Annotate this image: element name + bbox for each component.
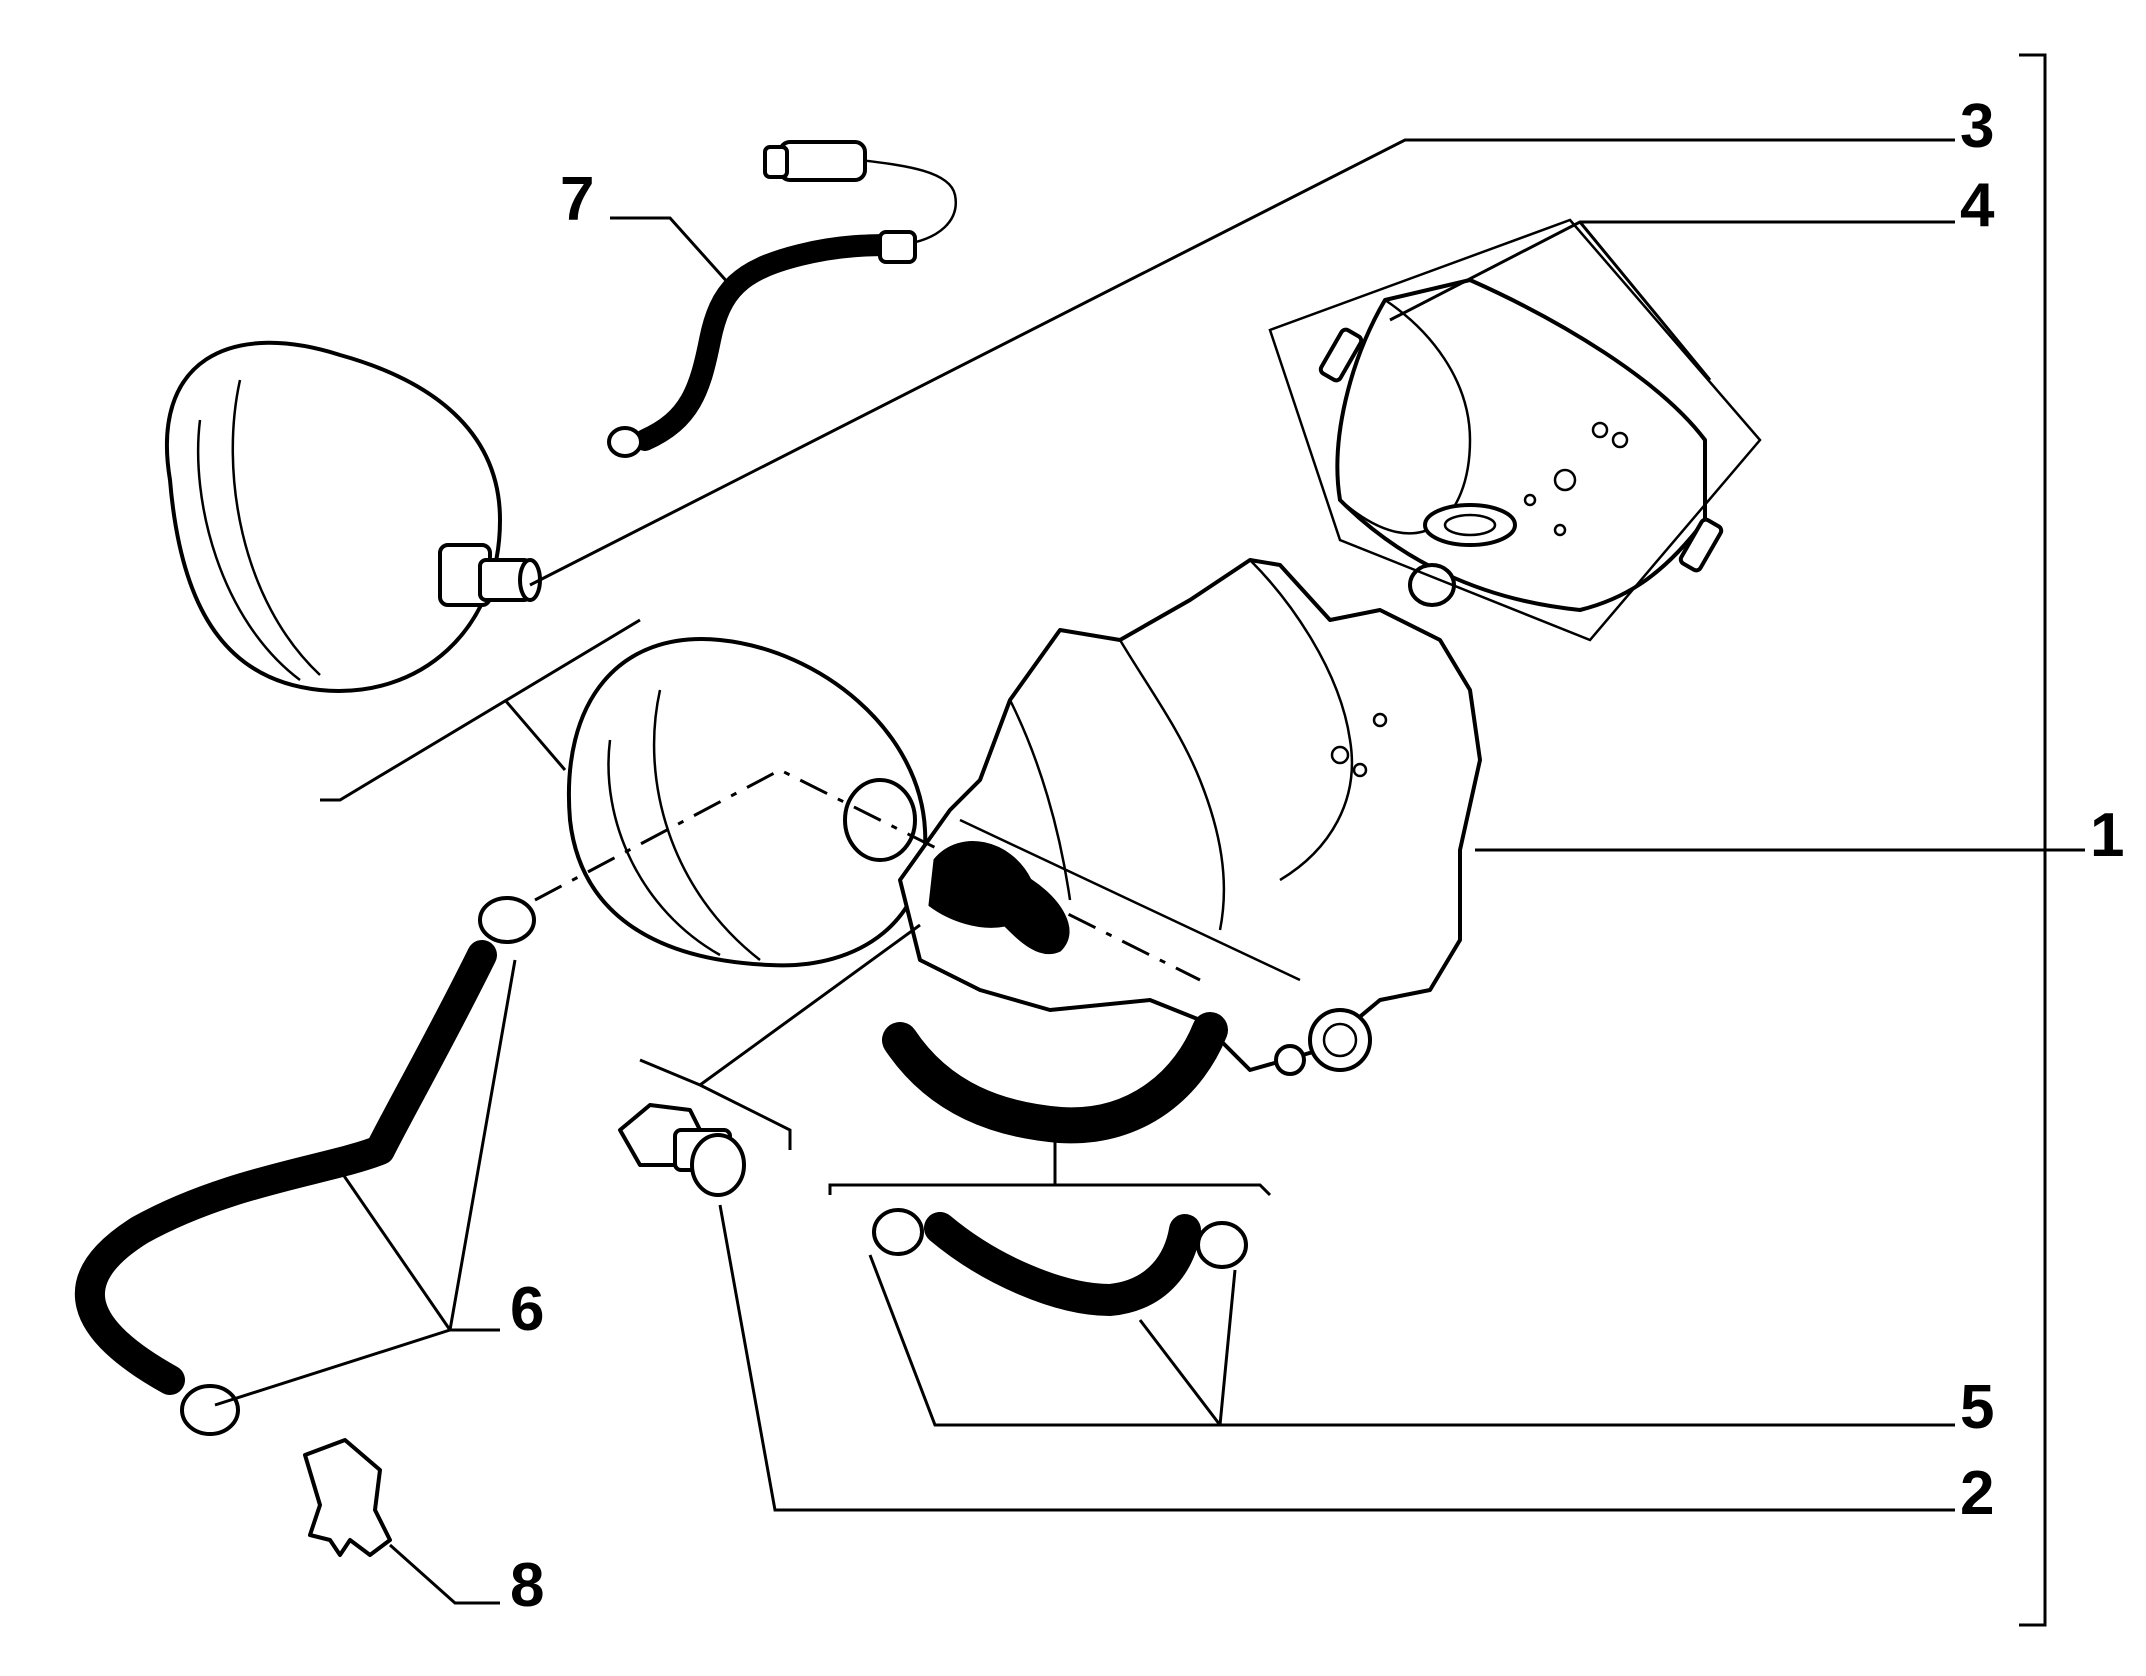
leader-7: [610, 216, 732, 287]
leader-5: [868, 1254, 1955, 1427]
callout-5: 5: [1960, 1373, 1994, 1442]
accumulator-lower: [566, 637, 928, 968]
leader-3: [529, 138, 1955, 587]
callout-6: 6: [510, 1275, 544, 1344]
leader-4: [1389, 220, 1955, 381]
part-8-clip: [303, 1438, 392, 1557]
indicator-fitting: [639, 923, 921, 1150]
callout-3: 3: [1960, 92, 1994, 161]
part-1-hydraulic-unit: [843, 558, 1482, 1076]
callout-7: 7: [560, 165, 594, 234]
callout-8: 8: [510, 1551, 544, 1620]
part-4-motor-unit: [1268, 218, 1762, 642]
indicator-hose-5: [828, 1135, 1272, 1197]
leader-8: [389, 1543, 500, 1605]
part-2-fitting: [618, 1103, 746, 1197]
indicator-accumulator: [320, 618, 641, 802]
assembly-bracket: [2019, 53, 2047, 1627]
part-5-hose-with-clamps: [872, 1208, 1248, 1316]
part-7-pressure-sensor-pipe: [607, 140, 957, 458]
callout-1: 1: [2090, 801, 2124, 870]
callout-4: 4: [1960, 171, 1995, 240]
unit-return-hose: [882, 1012, 1228, 1144]
callout-2: 2: [1960, 1459, 1994, 1528]
leader-2: [718, 1204, 1955, 1512]
leader-6: [214, 959, 517, 1407]
part-6-hose-with-clamps: [74, 896, 536, 1436]
part-3-accumulator-upper: [164, 340, 542, 693]
